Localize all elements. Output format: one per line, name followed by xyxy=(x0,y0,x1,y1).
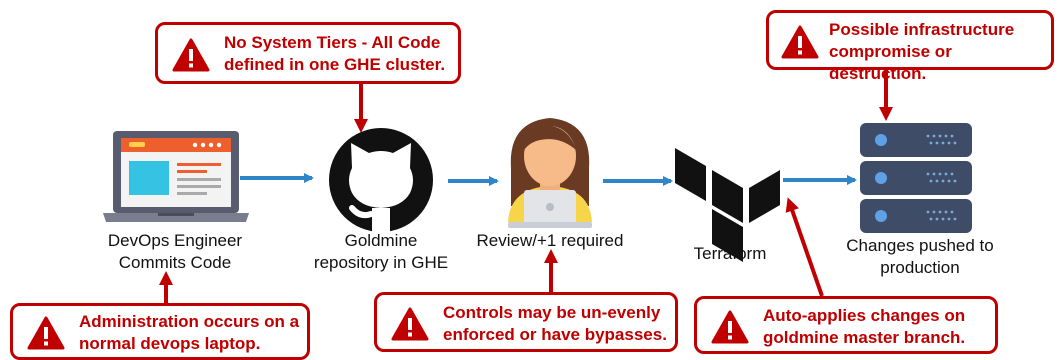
review-label-line1: Review/+1 required xyxy=(476,231,624,250)
warning-text-tiers-line1: No System Tiers - All Code xyxy=(224,33,441,52)
goldmine-label-line1: Goldmine xyxy=(344,231,418,250)
terraform-label-line1: Terraform xyxy=(693,244,767,263)
goldmine-label: Goldmine repository in GHE xyxy=(296,230,466,274)
warning-text-infra: Possible infrastructure compromise or de… xyxy=(829,19,1051,85)
warning-text-controls-line1: Controls may be un-evenly xyxy=(443,303,661,322)
production-label-line1: Changes pushed to xyxy=(846,236,994,255)
review-label: Review/+1 required xyxy=(465,230,635,252)
warning-text-tiers: No System Tiers - All Code defined in on… xyxy=(224,32,445,76)
warning-box-infra: Possible infrastructure compromise or de… xyxy=(766,10,1054,83)
warning-text-controls: Controls may be un-evenly enforced or ha… xyxy=(443,302,667,346)
warning-icon xyxy=(27,316,65,350)
warning-text-admin-line1: Administration occurs on a xyxy=(79,312,300,331)
warning-icon xyxy=(172,38,210,72)
warning-icon xyxy=(711,310,749,344)
warning-text-auto: Auto-applies changes on goldmine master … xyxy=(763,305,965,349)
production-label-line2: production xyxy=(880,258,960,277)
warning-text-tiers-line2: defined in one GHE cluster. xyxy=(224,55,446,74)
warning-text-admin: Administration occurs on a normal devops… xyxy=(79,311,299,355)
warning-box-controls: Controls may be un-evenly enforced or ha… xyxy=(374,292,678,352)
warning-icon xyxy=(391,307,429,341)
warning-text-controls-line2: enforced or have bypasses. xyxy=(443,325,667,344)
warning-box-tiers: No System Tiers - All Code defined in on… xyxy=(155,22,461,84)
warning-text-infra-line1: Possible infrastructure xyxy=(829,20,1015,39)
warning-text-auto-line2: goldmine master branch. xyxy=(763,328,966,347)
warning-text-auto-line1: Auto-applies changes on xyxy=(763,306,966,325)
goldmine-label-line2: repository in GHE xyxy=(313,253,449,272)
warning-box-admin: Administration occurs on a normal devops… xyxy=(10,303,310,360)
warning-arrow-auto xyxy=(785,197,824,297)
production-label: Changes pushed to production xyxy=(820,235,1020,279)
devops-label-line1: DevOps Engineer xyxy=(107,231,243,250)
warning-text-infra-line2: compromise or destruction. xyxy=(829,42,952,83)
terraform-label: Terraform xyxy=(675,243,785,265)
warning-text-admin-line2: normal devops laptop. xyxy=(79,334,261,353)
warning-icon xyxy=(781,25,819,59)
devops-label-line2: Commits Code xyxy=(118,253,232,272)
warning-box-auto: Auto-applies changes on goldmine master … xyxy=(694,296,998,354)
devops-label: DevOps Engineer Commits Code xyxy=(95,230,255,274)
